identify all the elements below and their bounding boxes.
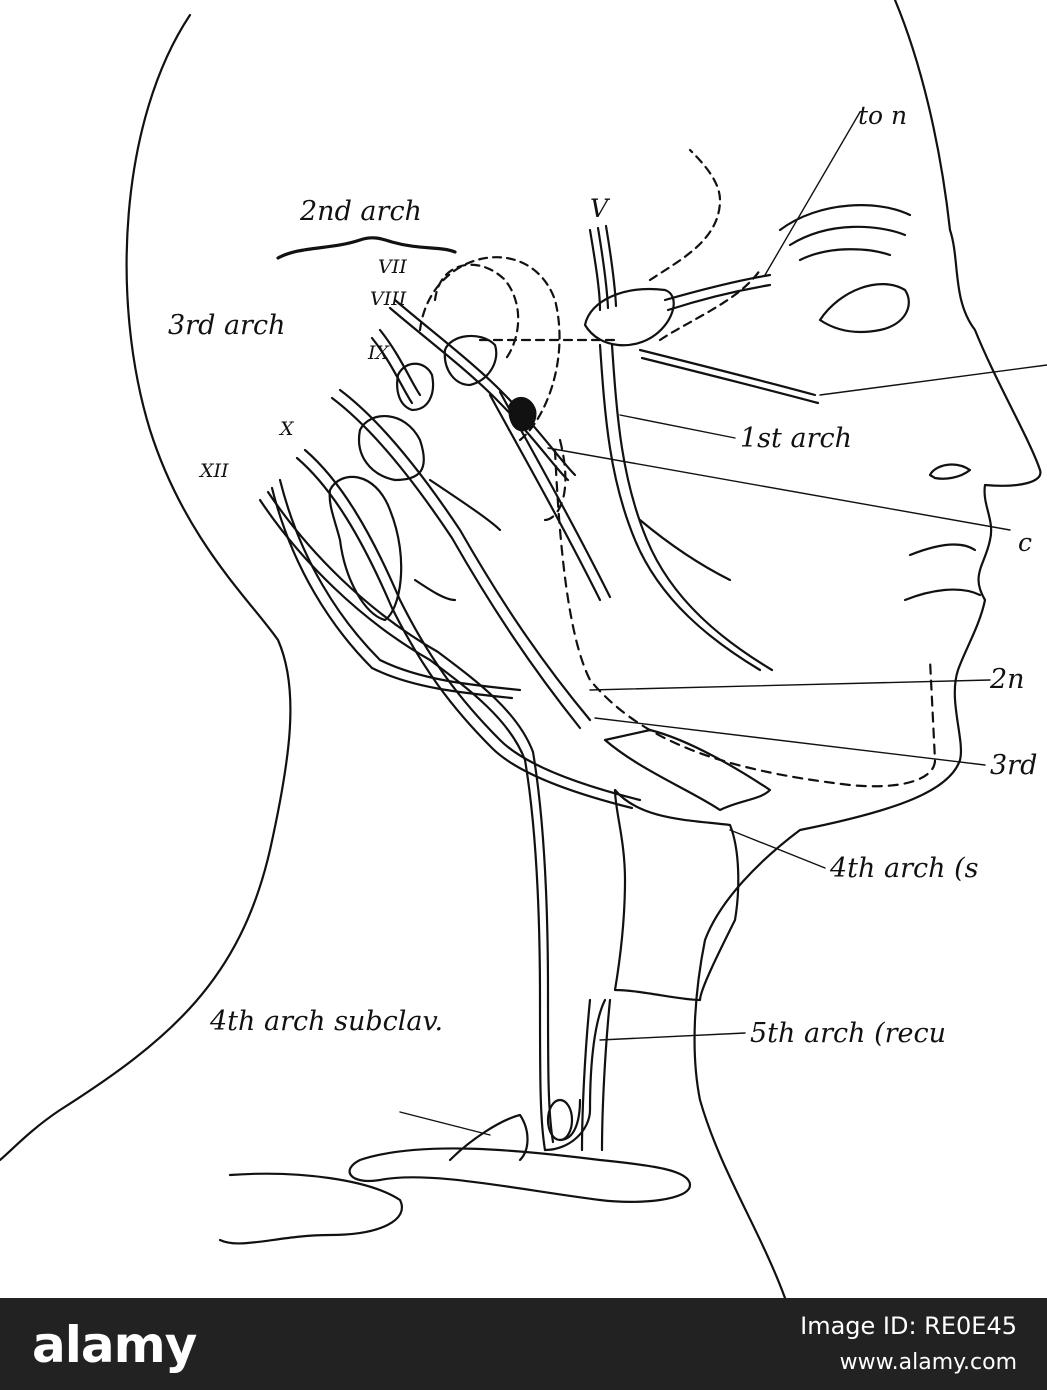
cranial-nerve-XII xyxy=(270,478,522,700)
label-third-arch-top: 3rd arch xyxy=(168,310,286,341)
thyroid-cartilage xyxy=(613,788,740,1002)
label-cranial-XII: XII xyxy=(200,460,229,482)
XII-descending xyxy=(258,490,555,1152)
auricle-outline xyxy=(418,256,561,442)
label-fourth-arch-subclav: 4th arch subclav. xyxy=(210,1006,444,1037)
leader-c xyxy=(547,447,1011,531)
label-fifth-arch-recu: 5th arch (recu xyxy=(750,1018,947,1049)
hyoid-bone xyxy=(603,728,772,812)
nodose-ganglion xyxy=(328,475,403,622)
label-fourth-arch-s: 4th arch (s xyxy=(830,853,979,884)
cranial-nerve-VII xyxy=(388,298,577,482)
image-id-text: Image ID: RE0E45 xyxy=(800,1312,1017,1340)
nerve-V-maxillary xyxy=(638,348,820,405)
brow-lines xyxy=(778,204,912,262)
vestibular-ganglion xyxy=(396,362,435,412)
leader-4th-arch-s xyxy=(729,829,826,869)
label-third-d: 3rd xyxy=(990,750,1038,781)
leader-upper-right xyxy=(819,364,1047,396)
illustration: to n 2nd arch V VII VIII 3rd arch IX X X… xyxy=(0,0,1047,1298)
site-url-text: www.alamy.com xyxy=(839,1350,1017,1375)
recurrent-laryngeal xyxy=(543,998,607,1152)
cranial-nerve-V-bundle xyxy=(588,224,618,312)
leader-1st-arch xyxy=(619,414,736,439)
X-branch-mid xyxy=(413,578,457,602)
nerve-V-mandibular xyxy=(598,343,774,672)
leader-5th-arch-recu xyxy=(599,1032,746,1041)
leader-2n xyxy=(589,679,991,691)
eye-outline xyxy=(818,283,910,334)
brace-2nd-arch xyxy=(276,236,457,260)
clavicle xyxy=(348,1147,692,1203)
petrosal-ganglion xyxy=(357,415,425,482)
face-profile-outline xyxy=(693,0,1042,1298)
label-c: c xyxy=(1018,528,1033,557)
label-cranial-X: X xyxy=(280,418,294,440)
IX-branch xyxy=(428,478,502,532)
head-neck-nerve-diagram xyxy=(0,0,1047,1298)
watermark-footer: alamy Image ID: RE0E45 www.alamy.com xyxy=(0,1298,1047,1390)
recurrent-loop xyxy=(546,1098,574,1142)
cranial-nerve-IX xyxy=(330,388,592,730)
trachea xyxy=(580,998,612,1152)
nostril xyxy=(928,463,972,480)
label-second-n: 2n xyxy=(990,664,1025,695)
label-to-n: to n xyxy=(858,101,908,130)
label-cranial-V: V xyxy=(590,194,609,223)
back-of-head-outline xyxy=(0,13,292,1162)
first-rib xyxy=(218,1172,403,1245)
label-first-arch: 1st arch xyxy=(740,423,852,454)
chorda-tympani xyxy=(488,390,612,602)
label-second-arch-top: 2nd arch xyxy=(300,196,422,227)
cranial-nerve-X xyxy=(295,448,642,810)
leader-to-n xyxy=(764,111,861,276)
nerve-to-nose xyxy=(663,273,772,312)
ear-outline xyxy=(433,263,520,362)
cranial-nerve-VIII xyxy=(370,328,422,405)
label-cranial-VIII: VIII xyxy=(370,288,407,310)
facial-ganglion xyxy=(443,334,498,387)
subclavian-vessel xyxy=(448,1113,529,1162)
label-cranial-IX: IX xyxy=(368,342,390,364)
label-cranial-VII: VII xyxy=(378,256,407,278)
mouth xyxy=(903,543,982,602)
brand-logo: alamy xyxy=(32,1316,197,1374)
nerve-V-branch xyxy=(638,518,732,582)
temple-outline xyxy=(648,148,762,342)
leader-4th-arch-subclav xyxy=(399,1111,491,1136)
leader-3rd xyxy=(594,717,986,766)
jaw-outline xyxy=(543,438,937,788)
